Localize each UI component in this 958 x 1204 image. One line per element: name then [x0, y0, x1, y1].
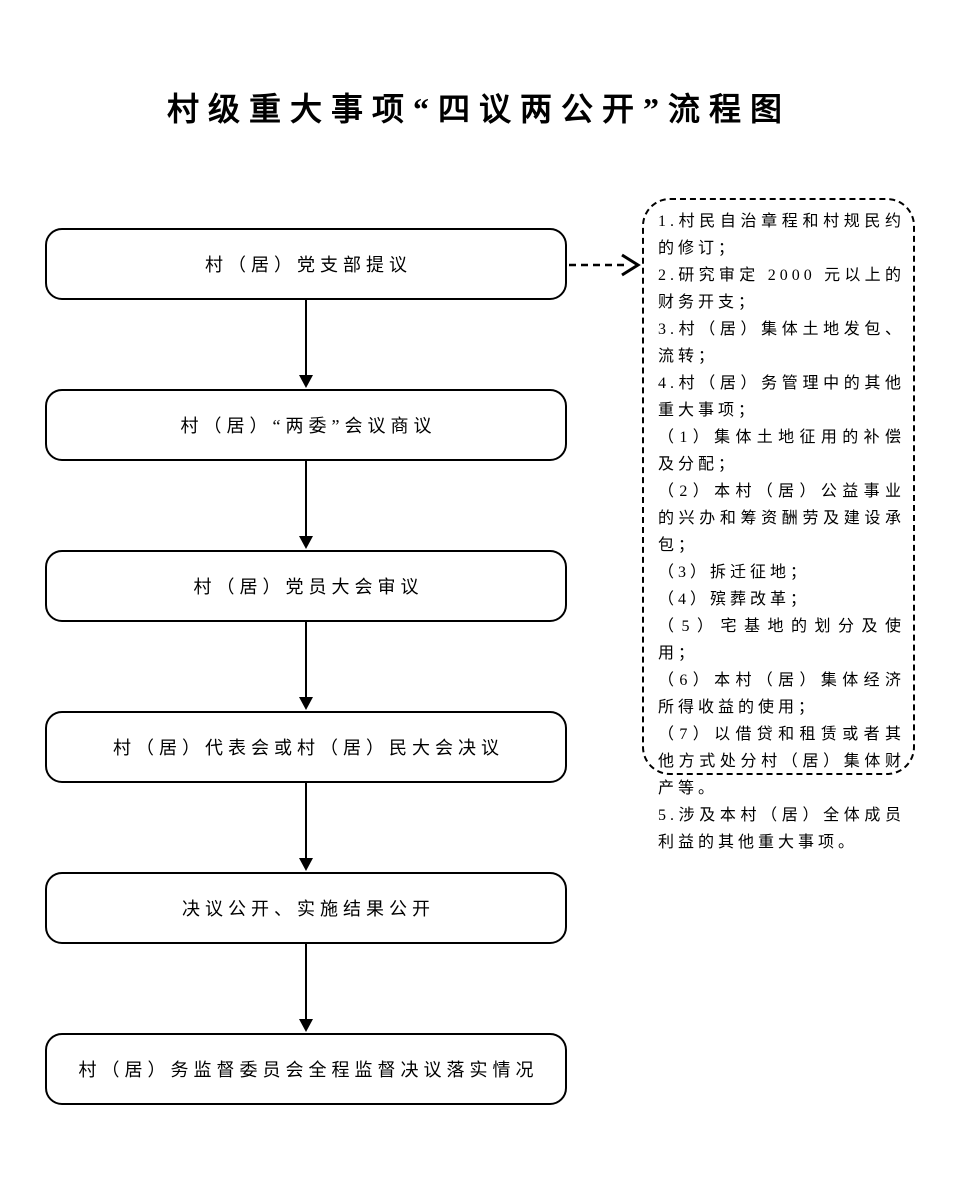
page-title: 村级重大事项“四议两公开”流程图 [166, 91, 791, 127]
flow-step-supervision: 村（居）务监督委员会全程监督决议落实情况 [45, 1033, 567, 1105]
note-item: 4.村（居）务管理中的其他重大事项； [658, 375, 905, 419]
note-item: （3）拆迁征地； [658, 564, 811, 581]
note-item: （1）集体土地征用的补偿及分配； [658, 429, 905, 473]
note-box-major-items: 1.村民自治章程和村规民约的修订； 2.研究审定 2000 元以上的财务开支； … [642, 198, 915, 851]
flow-step-label: 村（居）代表会或村（居）民大会决议 [113, 738, 504, 758]
note-item: 5.涉及本村（居）全体成员利益的其他重大事项。 [658, 807, 905, 851]
flow-step-villagers-resolution: 村（居）代表会或村（居）民大会决议 [45, 711, 567, 783]
note-item: 3.村（居）集体土地发包、流转； [658, 321, 905, 365]
note-item: （5）宅基地的划分及使用； [658, 618, 905, 662]
dashed-arrow [569, 253, 641, 277]
note-item: 2.研究审定 2000 元以上的财务开支； [658, 267, 905, 311]
note-item: （6）本村（居）集体经济所得收益的使用； [658, 672, 905, 716]
note-item: （4）殡葬改革； [658, 591, 811, 608]
flow-step-party-members-review: 村（居）党员大会审议 [45, 550, 567, 622]
flow-arrow-2 [299, 461, 313, 549]
flow-arrow-1 [299, 300, 313, 388]
flow-step-disclosure: 决议公开、实施结果公开 [45, 872, 567, 944]
note-item: 1.村民自治章程和村规民约的修订； [658, 213, 905, 257]
flow-step-label: 村（居）党员大会审议 [193, 577, 424, 597]
flow-arrow-3 [299, 622, 313, 710]
flow-step-label: 村（居）务监督委员会全程监督决议落实情况 [78, 1060, 539, 1080]
flow-step-label: 决议公开、实施结果公开 [182, 899, 435, 919]
note-item: （7）以借贷和租赁或者其他方式处分村（居）集体财产等。 [658, 726, 905, 797]
note-item: （2）本村（居）公益事业的兴办和筹资酬劳及建设承包； [658, 483, 905, 554]
flow-step-proposal: 村（居）党支部提议 [45, 228, 567, 300]
flow-step-two-committees: 村（居）“两委”会议商议 [45, 389, 567, 461]
flow-arrow-5 [299, 944, 313, 1032]
flow-step-label: 村（居）“两委”会议商议 [180, 416, 437, 436]
flow-step-label: 村（居）党支部提议 [205, 255, 412, 275]
flow-arrow-4 [299, 783, 313, 871]
